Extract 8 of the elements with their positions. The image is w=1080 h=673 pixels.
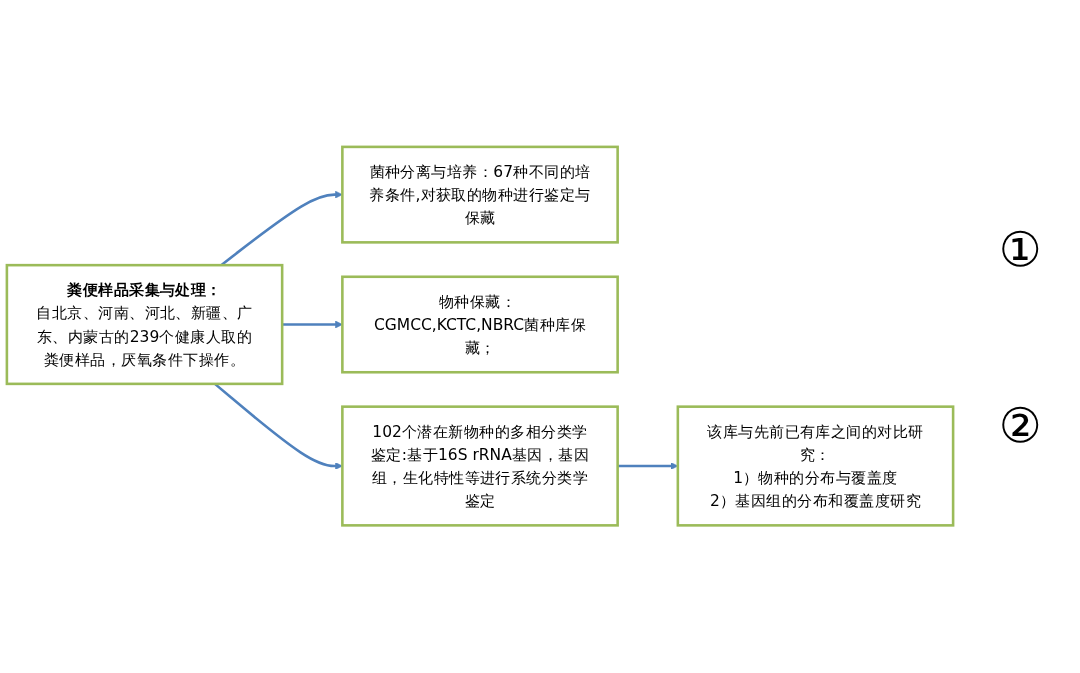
- step-number: ②: [998, 396, 1042, 453]
- node-box: 该库与先前已有库之间的对比研究： 1）物种的分布与覆盖度 2）基因组的分布和覆盖度研究: [676, 405, 955, 528]
- arrow: [282, 321, 343, 329]
- node-box: 粪便样品采集与处理： 自北京、河南、河北、新疆、广东、内蒙古的239个健康人取的粪便样品，厌氧条件下操作。: [5, 264, 284, 386]
- node-box: 102个潜在新物种的多相分类学鉴定:基于16S rRNA基因，基因组，生化特性等进行系统分类学鉴定: [341, 405, 619, 528]
- step-number: ①: [998, 220, 1042, 277]
- node-box: 物种保藏： CGMCC,KCTC,NBRC菌种库保藏；: [341, 275, 619, 374]
- node-box: 菌种分离与培养：67种不同的培养条件,对获取的物种进行鉴定与保藏: [341, 145, 619, 245]
